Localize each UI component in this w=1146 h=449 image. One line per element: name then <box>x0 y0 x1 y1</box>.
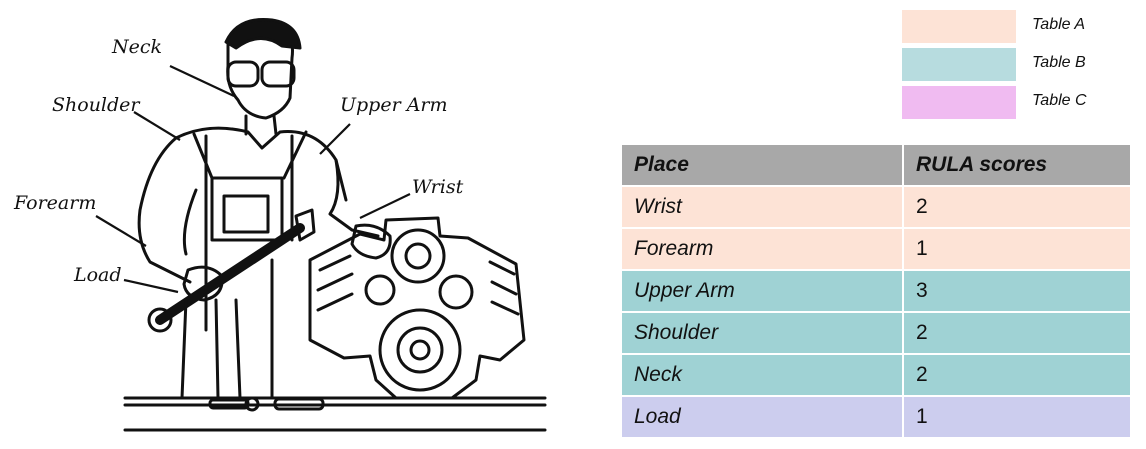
mechanic-drawing <box>95 17 547 432</box>
right-arm <box>328 158 380 238</box>
wrench-handle <box>155 223 305 325</box>
cell-place: Forearm <box>620 227 904 271</box>
load-label: Load <box>74 264 122 286</box>
goggles <box>226 60 260 88</box>
table-row: Upper Arm 3 <box>620 269 1132 313</box>
engine <box>308 216 526 400</box>
shoulder-leader <box>133 111 181 141</box>
table-header-row: Place RULA scores <box>620 143 1132 187</box>
cell-score: 2 <box>902 185 1132 229</box>
cell-place: Upper Arm <box>620 269 904 313</box>
legend-item-table-b: Table B <box>902 48 1132 81</box>
legend-label: Table B <box>1032 54 1086 71</box>
torso <box>174 126 348 202</box>
legend-swatch <box>902 48 1016 81</box>
cell-place: Wrist <box>620 185 904 229</box>
legend-swatch <box>902 86 1016 119</box>
cell-score: 1 <box>902 227 1132 271</box>
neck-label: Neck <box>112 36 163 58</box>
legend-label: Table A <box>1032 16 1086 33</box>
cell-score: 2 <box>902 311 1132 355</box>
cell-place: Neck <box>620 353 904 397</box>
mechanic-illustration: Neck Shoulder Upper Arm Wrist Forearm Lo… <box>0 0 560 449</box>
cell-score: 1 <box>902 395 1132 439</box>
cell-place: Shoulder <box>620 311 904 355</box>
header-rula-scores: RULA scores <box>902 143 1132 187</box>
rula-score-table: Place RULA scores Wrist 2 Forearm 1 Uppe… <box>620 143 1132 439</box>
legend-item-table-c: Table C <box>902 86 1132 119</box>
cell-score: 3 <box>902 269 1132 313</box>
header-place: Place <box>620 143 904 187</box>
left-arm <box>137 136 192 284</box>
legs <box>180 258 274 400</box>
cell-score: 2 <box>902 353 1132 397</box>
legend-item-table-a: Table A <box>902 10 1132 43</box>
legend-label: Table C <box>1032 92 1087 109</box>
cell-place: Load <box>620 395 904 439</box>
table-row: Neck 2 <box>620 353 1132 397</box>
upper-arm-label: Upper Arm <box>340 94 448 116</box>
table-row: Load 1 <box>620 395 1132 439</box>
wrist-leader <box>359 193 411 219</box>
table-row: Forearm 1 <box>620 227 1132 271</box>
forearm-leader <box>95 215 147 247</box>
load-leader <box>123 278 179 294</box>
neck-leader <box>169 65 235 97</box>
right-hand <box>350 223 392 260</box>
bib-pocket <box>210 176 284 242</box>
forearm-label: Forearm <box>14 192 97 214</box>
screwdriver-tool <box>208 398 250 410</box>
table-row: Shoulder 2 <box>620 311 1132 355</box>
table-row: Wrist 2 <box>620 185 1132 229</box>
wrist-label: Wrist <box>412 176 464 198</box>
left-hand <box>182 265 224 302</box>
legend-swatch <box>902 10 1016 43</box>
upper-arm-leader <box>319 123 351 155</box>
shoulder-label: Shoulder <box>52 94 140 116</box>
